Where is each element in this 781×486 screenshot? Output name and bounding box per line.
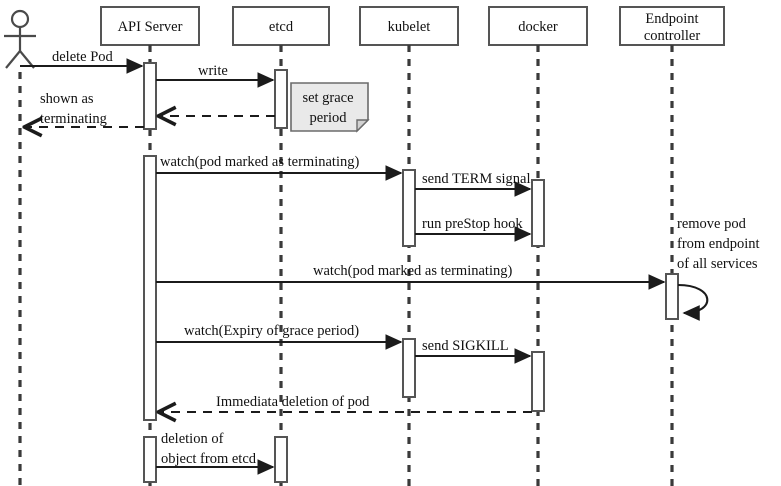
- message-label-delete-pod: delete Pod: [52, 49, 114, 65]
- message-write[interactable]: write: [156, 63, 275, 88]
- activation-kubelet-1: [402, 169, 416, 247]
- message-label-watch-pod-terminating-kubelet: watch(pod marked as terminating): [160, 154, 359, 170]
- participant-endpoint-controller[interactable]: Endpoint controller: [619, 6, 725, 46]
- message-endpoint-self-loop[interactable]: [677, 283, 709, 321]
- message-shown-as-terminating[interactable]: shown as terminating: [26, 91, 144, 127]
- participant-label-api-server: API Server: [118, 19, 183, 35]
- participant-label-kubelet: kubelet: [388, 19, 431, 35]
- activation-api-server-2: [143, 155, 157, 421]
- activation-api-server-1: [143, 62, 157, 130]
- participant-etcd[interactable]: etcd: [232, 6, 330, 46]
- activation-docker-2: [531, 351, 545, 412]
- message-label-run-prestop-hook: run preStop hook: [422, 216, 523, 232]
- participant-label-endpoint-controller-line2: controller: [644, 28, 701, 44]
- activation-endpoint-controller-1: [665, 273, 679, 320]
- participant-label-docker: docker: [518, 19, 558, 35]
- participant-docker[interactable]: docker: [488, 6, 588, 46]
- message-label-immediate-deletion-of-pod: Immediata deletion of pod: [216, 394, 370, 410]
- activation-api-server-3: [143, 436, 157, 483]
- side-note-line1: remove pod: [677, 216, 747, 232]
- message-label-send-term-signal: send TERM signal: [422, 171, 530, 187]
- activation-etcd-1: [274, 69, 288, 129]
- participant-label-etcd: etcd: [269, 19, 294, 35]
- message-label-write: write: [198, 63, 228, 79]
- activation-etcd-2: [274, 436, 288, 483]
- side-note-line3: of all services: [677, 256, 758, 272]
- note-set-grace-period: set grace period: [290, 82, 370, 133]
- message-send-term-signal[interactable]: send TERM signal: [415, 171, 532, 197]
- message-label-shown-as-terminating-line2: terminating: [40, 111, 107, 127]
- participant-api-server[interactable]: API Server: [100, 6, 200, 46]
- message-label-send-sigkill: send SIGKILL: [422, 338, 509, 354]
- activation-kubelet-2: [402, 338, 416, 398]
- message-deletion-of-object-from-etcd[interactable]: deletion of object from etcd: [156, 431, 275, 475]
- message-label-watch-pod-terminating-endpoint: watch(pod marked as terminating): [313, 263, 512, 279]
- participant-label-endpoint-controller-line1: Endpoint: [645, 11, 698, 27]
- message-watch-pod-terminating-endpoint[interactable]: watch(pod marked as terminating): [156, 263, 666, 290]
- side-note-line2: from endpoint: [677, 236, 760, 252]
- side-note-remove-pod-from-endpoint: remove pod from endpoint of all services: [677, 216, 760, 272]
- message-watch-expiry-grace-period[interactable]: watch(Expiry of grace period): [156, 323, 403, 350]
- message-delete-pod[interactable]: delete Pod: [20, 49, 144, 74]
- note-text-set-grace-period-line1: set grace: [302, 90, 353, 106]
- message-label-shown-as-terminating-line1: shown as: [40, 91, 94, 107]
- message-label-deletion-of-object-from-etcd-line1: deletion of: [161, 431, 224, 447]
- message-send-sigkill[interactable]: send SIGKILL: [415, 338, 532, 364]
- message-watch-pod-terminating-kubelet[interactable]: watch(pod marked as terminating): [156, 154, 403, 181]
- message-label-watch-expiry-grace-period: watch(Expiry of grace period): [184, 323, 359, 339]
- message-label-deletion-of-object-from-etcd-line2: object from etcd: [161, 451, 257, 467]
- participant-kubelet[interactable]: kubelet: [359, 6, 459, 46]
- actor-user: [4, 9, 36, 69]
- activation-docker-1: [531, 179, 545, 247]
- message-immediate-deletion-of-pod[interactable]: Immediata deletion of pod: [160, 394, 532, 412]
- note-text-set-grace-period-line2: period: [309, 110, 347, 126]
- message-run-prestop-hook[interactable]: run preStop hook: [415, 216, 532, 242]
